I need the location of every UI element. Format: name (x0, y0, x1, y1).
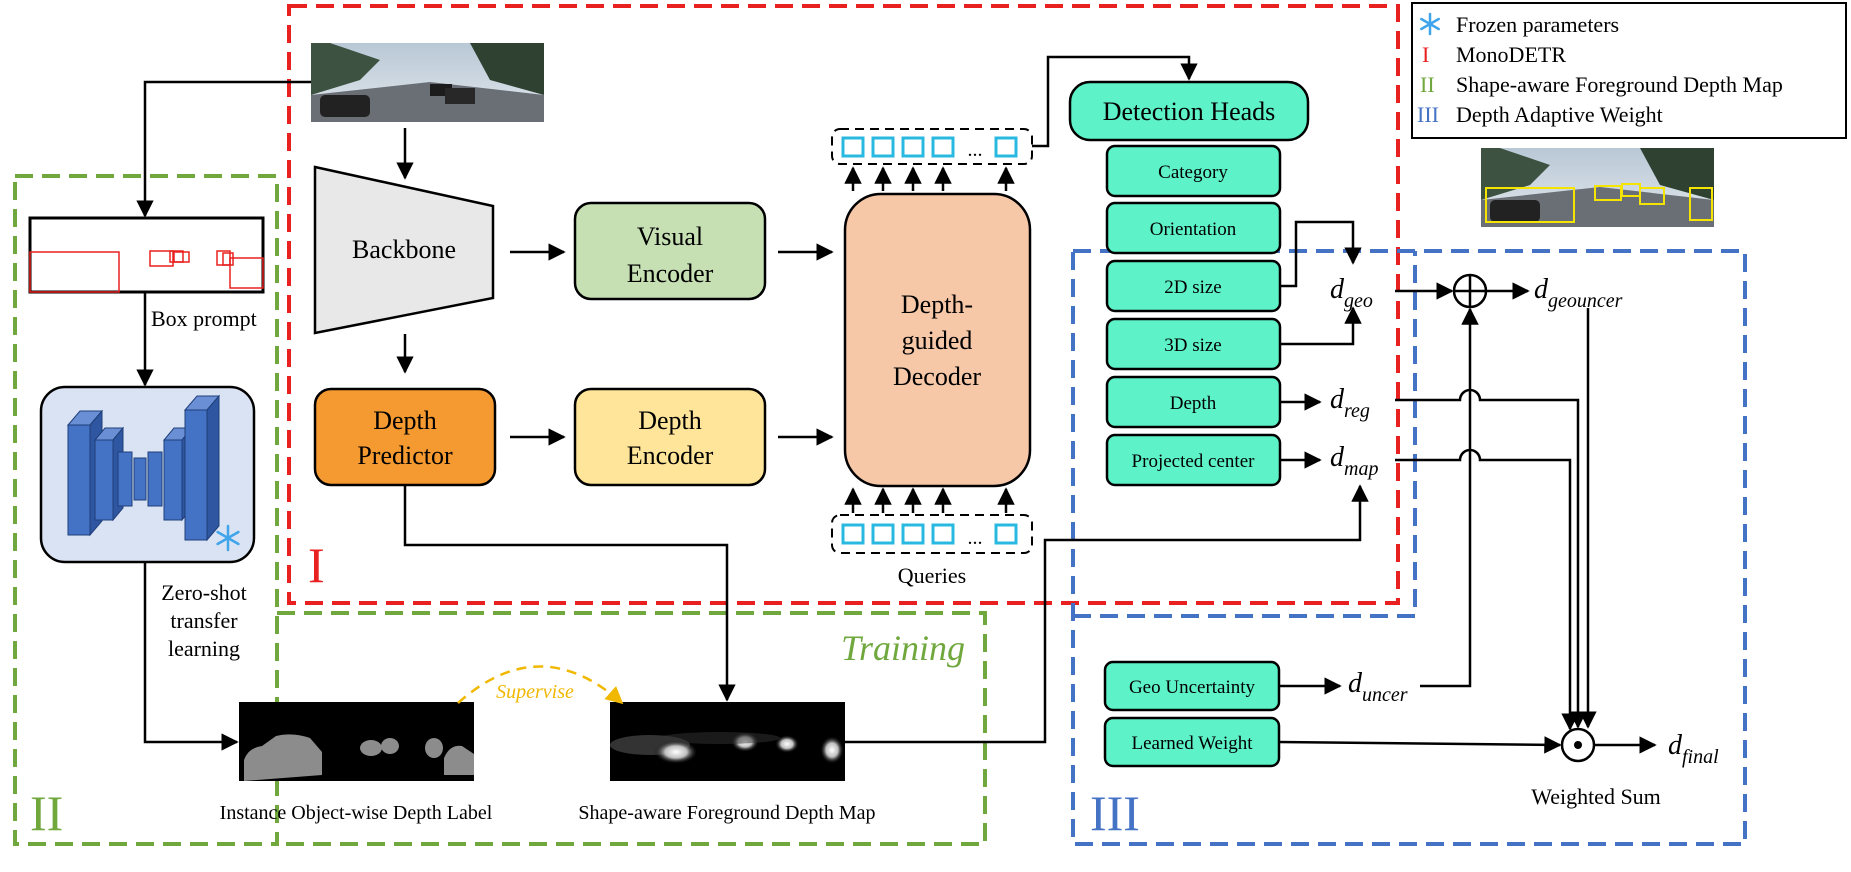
output-query-ellipsis: ... (968, 139, 983, 161)
zero-shot-line-3: learning (168, 636, 240, 661)
output-queries-container (831, 128, 1033, 165)
input-image (311, 43, 544, 122)
weighted-sum-label: Weighted Sum (1531, 784, 1661, 809)
head-3d-size: 3D size (1105, 317, 1282, 371)
detection-heads-block (1068, 80, 1310, 142)
supervise-arc (457, 665, 624, 705)
head-orientation: Orientation (1105, 201, 1282, 255)
snowflake-icon (1420, 12, 1440, 36)
d-final-label: dfinal (1668, 730, 1719, 768)
region-2-numeral: II (30, 785, 63, 841)
query-cells (841, 523, 1018, 545)
zero-shot-line-2: transfer (170, 608, 238, 633)
head-category: Category (1105, 144, 1282, 198)
output-query-cells (841, 136, 1018, 158)
box-prompt-frame (28, 216, 265, 294)
geo-uncertainty-block: Geo Uncertainty (1103, 660, 1281, 712)
box-prompt-boxes (29, 250, 264, 293)
svg-text:Orientation: Orientation (1150, 219, 1237, 240)
backbone-label: Backbone (352, 235, 456, 264)
learned-weight-block: Learned Weight (1103, 716, 1281, 768)
region-1-border (287, 4, 1400, 605)
visual-encoder-line-2: Encoder (627, 259, 714, 288)
queries-container (831, 514, 1033, 554)
depth-encoder-block (573, 387, 767, 487)
region-2-border (13, 174, 279, 846)
decoder-line-3: Decoder (893, 362, 981, 391)
visual-encoder-block (573, 201, 767, 301)
d-geo-label: dgeo (1330, 274, 1373, 312)
legend-numeral-1: I (1422, 42, 1429, 67)
d-uncer-label: duncer (1348, 668, 1408, 706)
svg-text:Projected center: Projected center (1132, 451, 1256, 472)
connector-arrows (136, 55, 1657, 754)
region-3-border (1071, 249, 1747, 846)
svg-text:Geo Uncertainty: Geo Uncertainty (1129, 677, 1256, 698)
svg-text:Learned Weight: Learned Weight (1131, 733, 1253, 754)
visual-encoder-line-1: Visual (637, 222, 703, 251)
legend-monodetr: MonoDETR (1456, 42, 1566, 67)
zero-shot-line-1: Zero-shot (161, 580, 247, 605)
svg-text:2D size: 2D size (1164, 277, 1222, 298)
supervise-label: Supervise (496, 681, 574, 703)
backbone-block (313, 165, 495, 335)
depth-predictor-line-1: Depth (373, 406, 437, 435)
legend-frozen: Frozen parameters (1456, 12, 1619, 37)
weighted-sum-operator (1560, 727, 1596, 763)
svg-text:3D size: 3D size (1164, 335, 1222, 356)
legend-numeral-2: II (1420, 72, 1435, 97)
sum-operator (1452, 273, 1488, 309)
frozen-snowflake-icon (216, 524, 240, 552)
depth-predictor-block (313, 387, 497, 487)
foreground-depth-map-image (610, 702, 845, 781)
detection-heads-label: Detection Heads (1103, 97, 1276, 126)
depth-guided-decoder-block (843, 192, 1032, 488)
legend-box (1411, 2, 1847, 139)
d-reg-label: dreg (1330, 384, 1370, 422)
unet-icon (66, 394, 221, 542)
region-3-top-extension (1073, 251, 1417, 618)
decoder-line-1: Depth- (901, 290, 973, 319)
d-map-label: dmap (1330, 442, 1378, 480)
decoder-line-2: guided (902, 326, 973, 355)
training-label: Training (841, 628, 965, 668)
head-projected-center: Projected center (1105, 433, 1282, 487)
output-image (1481, 148, 1714, 227)
legend-depth-weight: Depth Adaptive Weight (1456, 102, 1663, 127)
legend-shape: Shape-aware Foreground Depth Map (1456, 72, 1783, 97)
svg-text:Category: Category (1158, 162, 1228, 183)
training-border (277, 611, 987, 846)
svg-text:Depth: Depth (1170, 393, 1217, 414)
instance-label-caption: Instance Object-wise Depth Label (220, 802, 493, 824)
head-depth: Depth (1105, 375, 1282, 429)
query-ellipsis: ... (968, 527, 983, 549)
foreground-map-caption: Shape-aware Foreground Depth Map (578, 802, 875, 824)
region-3-numeral: III (1090, 785, 1140, 841)
depth-predictor-line-2: Predictor (357, 441, 453, 470)
queries-label: Queries (898, 563, 966, 588)
legend-numeral-3: III (1417, 102, 1439, 127)
head-2d-size: 2D size (1105, 259, 1282, 313)
d-geouncer-label: dgeouncer (1534, 274, 1623, 312)
box-prompt-label: Box prompt (151, 306, 257, 331)
depth-encoder-line-2: Encoder (627, 441, 714, 470)
region-1-numeral: I (308, 537, 325, 593)
depth-encoder-line-1: Depth (638, 406, 702, 435)
instance-depth-label-image (239, 702, 474, 781)
